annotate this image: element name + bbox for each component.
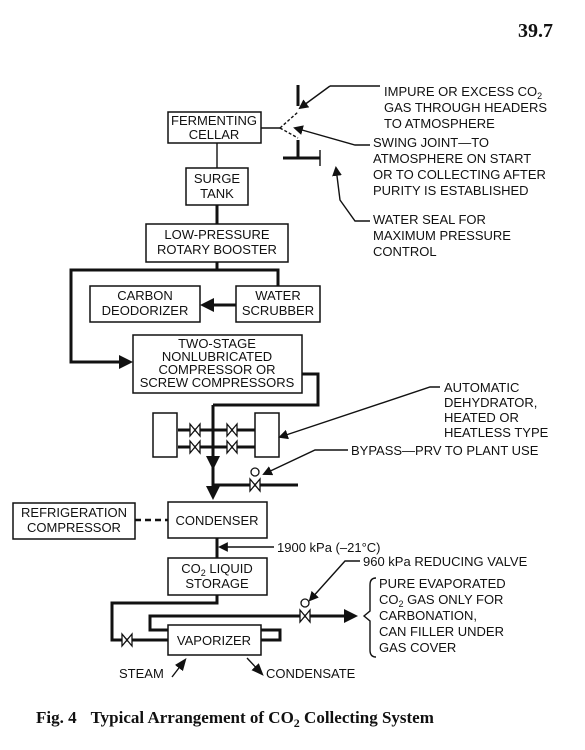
bypass-label: BYPASS—PRV TO PLANT USE [351,443,539,458]
annotation-condensate: CONDENSATE [246,657,356,681]
dehydrator-vessel-right [254,412,280,458]
pure-gas-line5: GAS COVER [379,640,456,655]
pure-gas-line4: CAN FILLER UNDER [379,624,504,639]
arrow-to-compressor [119,355,133,369]
water-seal-line2: MAXIMUM PRESSURE [373,228,511,243]
dehydrator-line2: DEHYDRATOR, [444,395,537,410]
pure-gas-line1: PURE EVAPORATED [379,576,506,591]
annotation-pressure: 1900 kPa (–21°C) [218,540,380,555]
liquid-storage-box: CO2 LIQUID STORAGE [167,557,268,596]
reducing-valve-label: 960 kPa REDUCING VALVE [363,554,528,569]
condenser-label: CONDENSER [175,513,258,528]
page-number: 39.7 [518,20,553,42]
annotation-swing-joint: SWING JOINT—TO ATMOSPHERE ON START OR TO… [293,125,546,198]
compressor-line4: SCREW COMPRESSORS [140,375,295,390]
arrow-to-carbonation [344,609,358,623]
valves [121,422,311,648]
valve-icon [226,439,238,455]
compressor-line1: TWO-STAGE [178,336,256,351]
brace [362,577,377,658]
fermenting-cellar-box: FERMENTING CELLAR [167,111,262,144]
compressor-box: TWO-STAGE NONLUBRICATED COMPRESSOR OR SC… [132,334,303,394]
swing-joint-line1: SWING JOINT—TO [373,135,489,150]
surge-tank-box: SURGE TANK [185,167,249,206]
refrigeration-compressor-box: REFRIGERATION COMPRESSOR [12,502,136,540]
booster-line1: LOW-PRESSURE [164,227,270,242]
impure-gas-line1: IMPURE OR EXCESS CO2 [384,84,542,101]
scrubber-line2: SCRUBBER [242,303,314,318]
pipe-booster-to-scrubber [215,262,280,286]
pipe-compressor-out [213,372,320,407]
booster-box: LOW-PRESSURE ROTARY BOOSTER [145,223,289,263]
scrubber-line1: WATER [255,288,301,303]
bypass-actuator-icon [250,467,260,477]
swing-joint-line2: ATMOSPHERE ON START [373,151,531,166]
water-scrubber-box: WATER SCRUBBER [235,285,321,323]
water-seal-line3: CONTROL [373,244,437,259]
fermenting-cellar-line2: CELLAR [189,127,240,142]
vaporizer-label: VAPORIZER [177,633,251,648]
booster-line2: ROTARY BOOSTER [157,242,277,257]
swing-joint-line4: PURITY IS ESTABLISHED [373,183,529,198]
carbon-deodorizer-box: CARBON DEODORIZER [89,285,201,323]
vaporizer-box: VAPORIZER [167,624,262,656]
arrow-to-deodorizer [200,298,214,312]
annotation-water-seal: WATER SEAL FOR MAXIMUM PRESSURE CONTROL [332,166,511,259]
annotation-bypass: BYPASS—PRV TO PLANT USE [262,443,539,476]
storage-line1: CO2 LIQUID [181,561,252,578]
dehydrator-line3: HEATED OR [444,410,519,425]
deodorizer-line2: DEODORIZER [102,303,189,318]
water-seal-line1: WATER SEAL FOR [373,212,486,227]
valve-icon [189,422,201,438]
condensate-label: CONDENSATE [266,666,356,681]
swing-joint-assembly [261,85,321,166]
impure-gas-line3: TO ATMOSPHERE [384,116,495,131]
arrow-main-flow [206,456,220,470]
pressure-label: 1900 kPa (–21°C) [277,540,380,555]
compressor-line3: COMPRESSOR OR [158,362,275,377]
annotation-steam: STEAM [119,657,187,681]
condenser-box: CONDENSER [167,501,268,539]
dehydrator-line4: HEATLESS TYPE [444,425,549,440]
dehydrator-vessel-left [152,412,178,458]
valve-icon [189,439,201,455]
swing-joint-dashed [279,111,299,139]
deodorizer-line1: CARBON [117,288,173,303]
arrow-to-condenser [206,486,220,500]
steam-label: STEAM [119,666,164,681]
surge-tank-line1: SURGE [194,171,241,186]
annotation-dehydrator: AUTOMATIC DEHYDRATOR, HEATED OR HEATLESS… [278,380,549,440]
refrigeration-line2: COMPRESSOR [27,520,121,535]
bypass-valve-icon [249,477,261,493]
pure-gas-line3: CARBONATION, [379,608,477,623]
storage-line2: STORAGE [185,576,249,591]
reducing-valve-icon [299,608,311,624]
reducing-actuator-icon [300,598,310,608]
pipe-loop-to-compressor [69,268,217,364]
annotation-impure-gas: IMPURE OR EXCESS CO2 GAS THROUGH HEADERS… [298,84,547,131]
refrigeration-line1: REFRIGERATION [21,505,127,520]
dehydrator-line1: AUTOMATIC [444,380,519,395]
pure-gas-line2: CO2 GAS ONLY FOR [379,592,503,609]
steam-valve-icon [121,632,133,648]
valve-icon [226,422,238,438]
swing-joint-line3: OR TO COLLECTING AFTER [373,167,546,182]
annotation-reducing-valve: 960 kPa REDUCING VALVE [308,554,528,602]
compressor-line2: NONLUBRICATED [162,349,272,364]
fermenting-cellar-line1: FERMENTING [171,113,257,128]
impure-gas-line2: GAS THROUGH HEADERS [384,100,547,115]
surge-tank-line2: TANK [200,186,234,201]
annotation-pure-gas: PURE EVAPORATED CO2 GAS ONLY FOR CARBONA… [344,576,506,658]
